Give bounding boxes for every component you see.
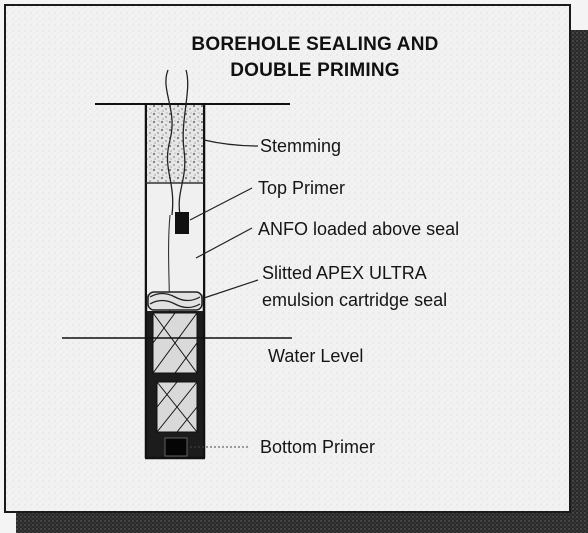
frame-texture (6, 6, 569, 511)
seal-wave-1 (149, 292, 201, 302)
seal-leader-line (203, 279, 259, 299)
stemming-leader-line (203, 139, 259, 147)
stemming-zone (147, 105, 203, 183)
water-level-label: Water Level (268, 346, 364, 366)
diagram-title-line-2: DOUBLE PRIMING (230, 60, 400, 81)
cartridge-2-cross-c (156, 381, 178, 408)
anfo-label: ANFO loaded above seal (258, 219, 460, 239)
top-primer-leader-line (189, 187, 253, 221)
emulsion-seal-cartridge (147, 291, 203, 311)
bottom-primer-cartridge (164, 437, 188, 457)
seal-label-line-1: Slitted APEX ULTRA (262, 263, 427, 283)
bottom-primer-label: Bottom Primer (260, 437, 376, 457)
seal-label-line-2: emulsion cartridge seal (262, 290, 448, 310)
diagram-title-line-1: BOREHOLE SEALING AND (191, 34, 439, 55)
frame-shadow-bottom (16, 512, 588, 533)
top-primer-cartridge (175, 212, 189, 234)
anfo-leader-line (195, 227, 253, 259)
seal-wave-2 (149, 299, 201, 309)
top-primer-label: Top Primer (258, 178, 346, 198)
cartridge-2-cross-d (176, 406, 198, 433)
anfo-column (147, 184, 203, 294)
detonator-lead-wire-2 (178, 69, 189, 216)
detonator-lead-wire-1 (165, 69, 174, 216)
cartridge-1-cross-d (174, 342, 198, 374)
cartridge-1-cross-b (152, 312, 198, 374)
stemming-label: Stemming (260, 136, 342, 156)
frame-shadow-right (570, 30, 588, 533)
cartridge-2-cross-b (156, 381, 198, 433)
